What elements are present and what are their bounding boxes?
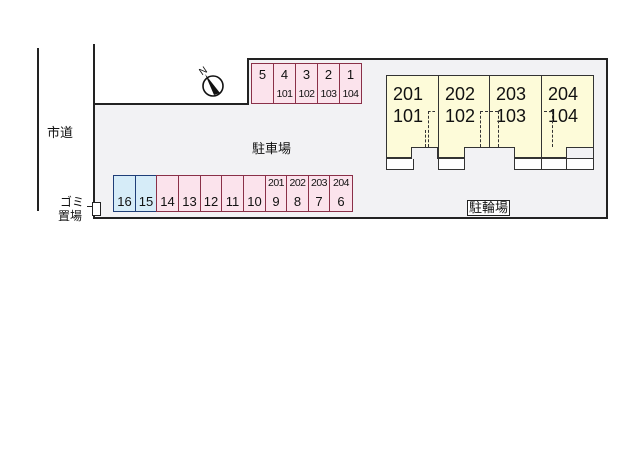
stair-dash: [428, 111, 435, 112]
porch-left-1: [386, 158, 414, 170]
bicycle-parking-label: 駐輪場: [467, 200, 511, 216]
parking-stall-16[interactable]: 16: [113, 175, 136, 212]
road-label: 市道: [47, 125, 74, 140]
unit-204-104[interactable]: 204 104: [541, 75, 594, 158]
parking-stall-13[interactable]: 13: [178, 175, 201, 212]
garbage-pointer: [87, 206, 93, 207]
garbage-area-icon: [92, 202, 101, 216]
parking-stall-5[interactable]: 5: [251, 63, 274, 104]
stair-dash: [480, 111, 481, 147]
lot-border-right: [606, 58, 608, 219]
stair-dash: [498, 111, 499, 147]
svg-text:N: N: [197, 65, 209, 78]
unit-201-101[interactable]: 201 101: [386, 75, 440, 158]
parking-stall-11[interactable]: 11: [221, 175, 244, 212]
unit-202-102[interactable]: 202 102: [438, 75, 490, 158]
lot-border-notch: [247, 58, 249, 105]
garbage-label-line2: 置場: [58, 209, 83, 223]
stair-dash: [425, 130, 426, 147]
unit-203-103[interactable]: 203 103: [489, 75, 542, 158]
porch-right-3: [514, 158, 542, 170]
stair-dash: [428, 111, 429, 147]
garbage-label-line1: ゴミ: [60, 195, 85, 209]
porch-left-4: [541, 158, 567, 170]
parking-label: 駐車場: [252, 141, 292, 156]
lot-border-top: [247, 58, 607, 60]
stair-dash: [544, 111, 552, 112]
stair-dash: [552, 111, 553, 147]
entry-step-2: [464, 147, 515, 159]
parking-stall-15[interactable]: 15: [135, 175, 157, 212]
road-line: [37, 48, 39, 211]
stair-dash: [480, 111, 498, 112]
north-arrow-icon: N: [196, 62, 226, 100]
entry-step-1: [411, 147, 438, 159]
entry-step-4: [566, 147, 594, 159]
lot-border-bottom: [93, 217, 608, 219]
porch-right-4: [566, 158, 594, 170]
parking-stall-12[interactable]: 12: [200, 175, 222, 212]
lot-border-left-ext: [93, 44, 95, 104]
lot-border-top-left: [93, 103, 249, 105]
porch-left-2: [438, 158, 465, 170]
parking-stall-14[interactable]: 14: [156, 175, 179, 212]
lot-border-left: [93, 103, 95, 219]
parking-stall-10[interactable]: 10: [243, 175, 266, 212]
